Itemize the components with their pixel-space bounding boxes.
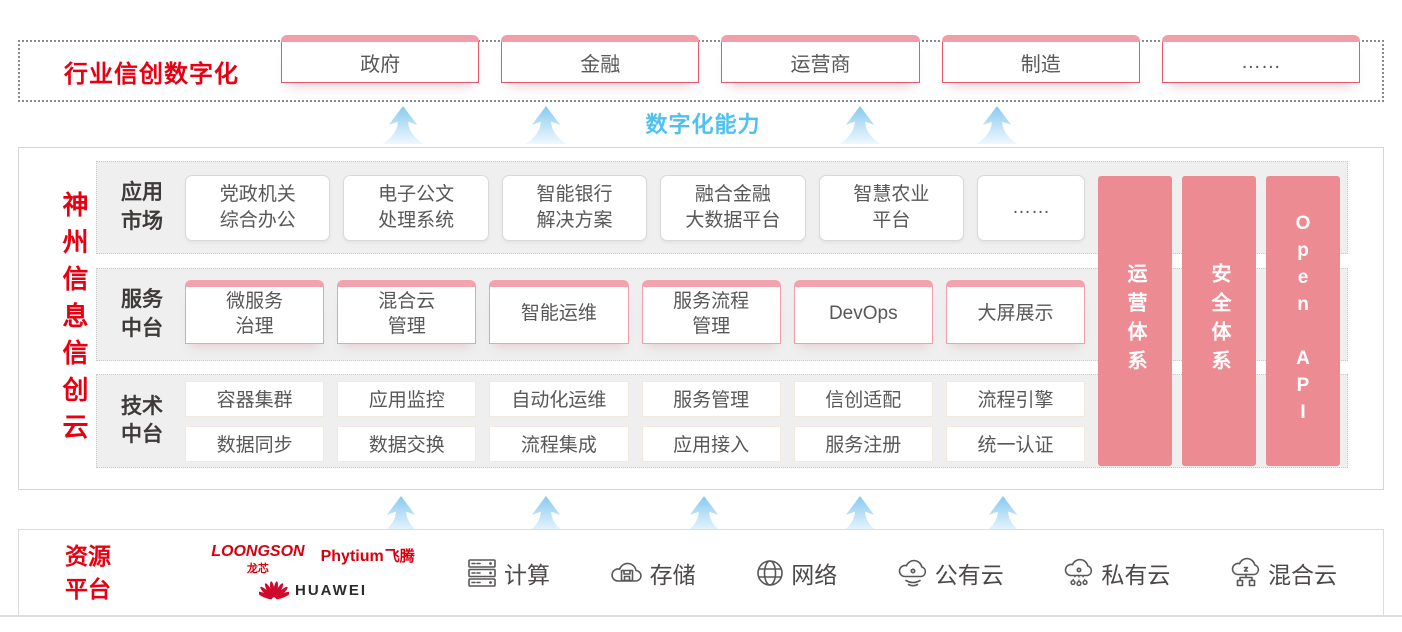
platform-vertical-title: 神州信息信创云 <box>59 190 89 450</box>
tech-box: 统一认证 <box>945 425 1086 462</box>
app-market-items: 党政机关 综合办公 电子公文 处理系统 智能银行 解决方案 融合金融 大数据平台… <box>185 174 1086 241</box>
capability-label: 数字化能力 <box>645 112 761 137</box>
app-box: 智能银行 解决方案 <box>501 174 648 241</box>
public-cloud-icon <box>898 559 926 586</box>
service-box: 混合云 管理 <box>337 279 477 344</box>
up-arrow-icon <box>523 106 569 144</box>
tech-box: 流程引擎 <box>945 380 1086 417</box>
resource-item-public-cloud: 公有云 <box>896 556 1004 590</box>
service-box: 大屏展示 <box>945 279 1086 344</box>
row-label-service: 服务 中台 <box>121 288 163 340</box>
industry-tab-more: …… <box>1161 35 1361 83</box>
resource-platform-label: 资源 平台 <box>65 543 111 602</box>
app-box: 党政机关 综合办公 <box>185 174 331 241</box>
resource-item-network: 网络 <box>754 556 837 590</box>
resource-item-label: 公有云 <box>934 561 1004 588</box>
up-arrow-icon <box>980 496 1026 534</box>
tech-box: 信创适配 <box>793 380 933 417</box>
app-box: 电子公文 处理系统 <box>343 174 489 241</box>
service-items: 微服务 治理 混合云 管理 智能运维 服务流程 管理 DevOps 大屏展示 <box>185 279 1086 344</box>
side-bar-security-system: 安全体系 <box>1182 176 1256 466</box>
app-box: 智慧农业 平台 <box>818 174 965 241</box>
storage-icon <box>610 562 642 582</box>
service-box: 微服务 治理 <box>185 279 325 344</box>
app-box: 融合金融 大数据平台 <box>660 174 806 241</box>
tech-box: 自动化运维 <box>489 380 629 417</box>
service-box: DevOps <box>793 279 934 344</box>
loongson-wordmark: LOONGSON <box>211 542 305 560</box>
resource-item-label: 计算 <box>504 561 550 588</box>
tech-box: 容器集群 <box>185 380 325 417</box>
up-arrow-icon <box>380 106 426 144</box>
huawei-logo: HUAWEI <box>259 579 367 603</box>
up-arrow-icon <box>837 106 883 144</box>
phytium-wordmark: Phytium <box>320 547 384 565</box>
up-arrow-icon <box>681 496 727 534</box>
row-label-app-market: 应用 市场 <box>121 181 163 233</box>
loongson-cn-label: 龙芯 <box>246 562 269 575</box>
huawei-wordmark: HUAWEI <box>295 582 367 599</box>
compute-icon <box>468 558 496 587</box>
tech-items: 容器集群 应用监控 自动化运维 服务管理 信创适配 流程引擎 数据同步 数据交换… <box>185 380 1086 462</box>
huawei-flower-icon <box>259 580 289 599</box>
tech-box: 数据同步 <box>185 425 325 462</box>
loongson-logo: LOONGSON 龙芯 <box>211 543 304 576</box>
service-box: 服务流程 管理 <box>641 279 781 344</box>
resource-item-label: 存储 <box>649 561 696 588</box>
resource-item-label: 网络 <box>791 561 838 588</box>
up-arrow-icon <box>378 496 424 534</box>
resource-item-private-cloud: 私有云 <box>1062 556 1170 590</box>
side-bar-label: Open API <box>1292 213 1314 429</box>
tech-box: 服务管理 <box>641 380 781 417</box>
industry-tab-operator: 运营商 <box>721 35 920 83</box>
row-label-tech: 技术 中台 <box>121 394 163 446</box>
tech-items-row2: 数据同步 数据交换 流程集成 应用接入 服务注册 统一认证 <box>185 425 1086 462</box>
resource-item-label: 私有云 <box>1101 561 1171 588</box>
tech-box: 服务注册 <box>793 425 933 462</box>
up-arrow-icon <box>837 496 883 534</box>
side-bar-label: 安全体系 <box>1208 263 1230 379</box>
industry-tab-finance: 金融 <box>501 35 700 83</box>
phytium-cn-label: 飞腾 <box>384 547 415 565</box>
hybrid-cloud-icon <box>1231 557 1260 586</box>
side-bar-open-api: Open API <box>1266 176 1340 466</box>
tech-box: 应用接入 <box>641 425 781 462</box>
network-icon <box>757 559 783 586</box>
resource-item-storage: 存储 <box>609 556 696 590</box>
page-bottom-divider <box>0 615 1402 617</box>
tech-items-row1: 容器集群 应用监控 自动化运维 服务管理 信创适配 流程引擎 <box>185 380 1086 417</box>
industry-tab-manufacturing: 制造 <box>941 35 1141 83</box>
industry-banner: 行业信创数字化 政府 金融 运营商 制造 …… <box>18 35 1384 102</box>
resource-item-hybrid-cloud: 混合云 <box>1229 556 1337 590</box>
resource-items: 计算 存储 网络 <box>465 556 1337 590</box>
banner-title: 行业信创数字化 <box>64 60 239 88</box>
up-arrow-icon <box>974 106 1020 144</box>
tech-box: 流程集成 <box>489 425 629 462</box>
up-arrow-icon <box>523 496 569 534</box>
side-bar-operation-system: 运营体系 <box>1098 176 1172 466</box>
resource-item-compute: 计算 <box>465 556 550 590</box>
resource-item-label: 混合云 <box>1267 561 1337 588</box>
tech-box: 应用监控 <box>337 380 477 417</box>
industry-tab-list: 政府 金融 运营商 制造 …… <box>281 35 1361 92</box>
app-box-more: …… <box>977 174 1086 241</box>
service-box: 智能运维 <box>489 279 629 344</box>
tech-platform-row: 技术 中台 容器集群 应用监控 自动化运维 服务管理 信创适配 流程引擎 数据同… <box>96 374 1348 468</box>
side-bar-label: 运营体系 <box>1124 263 1146 379</box>
tech-box: 数据交换 <box>337 425 477 462</box>
private-cloud-icon <box>1065 558 1093 586</box>
industry-tab-government: 政府 <box>281 35 480 83</box>
cloud-platform-container: 神州信息信创云 应用 市场 党政机关 综合办公 电子公文 处理系统 智能银行 解… <box>18 147 1384 490</box>
